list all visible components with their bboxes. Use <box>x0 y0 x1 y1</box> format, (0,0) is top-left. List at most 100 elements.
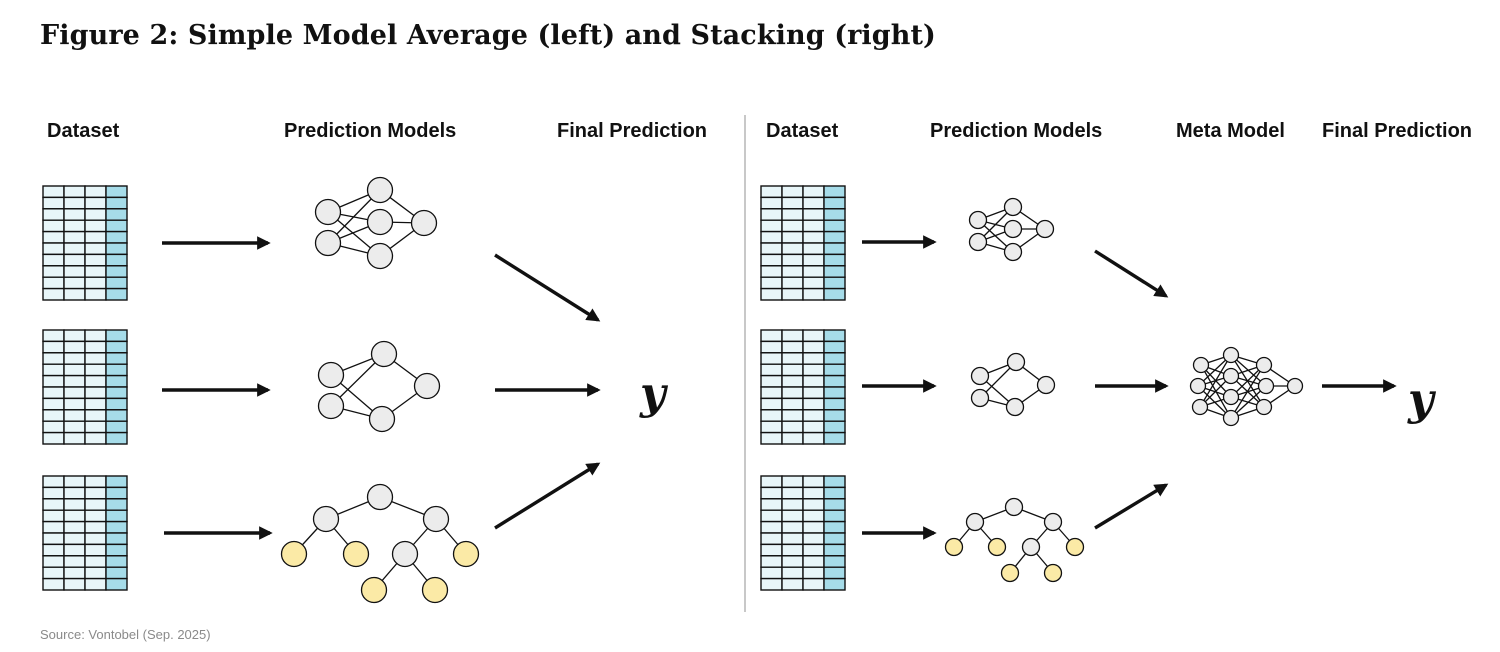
dataset-cell <box>42 185 65 199</box>
dataset-cell <box>105 352 128 365</box>
dataset-cell <box>42 386 65 400</box>
dataset-cell <box>802 329 825 343</box>
dataset-cell <box>781 374 804 388</box>
dataset-cell <box>781 475 804 489</box>
left-dataset-grid-3 <box>42 475 128 591</box>
dataset-cell <box>42 208 65 221</box>
dataset-cell <box>63 363 86 377</box>
dataset-cell <box>42 363 65 377</box>
dataset-cell <box>63 577 86 591</box>
source-note: Source: Vontobel (Sep. 2025) <box>40 627 211 642</box>
dataset-cell <box>823 196 846 210</box>
model-node <box>1003 197 1023 217</box>
model-node <box>366 242 394 270</box>
dataset-cell <box>802 555 825 568</box>
dataset-cell <box>42 287 65 301</box>
dataset-cell <box>63 329 86 343</box>
model-node <box>1035 219 1055 239</box>
dataset-cell <box>781 196 804 210</box>
model-node <box>1021 537 1041 557</box>
dataset-cell <box>63 409 86 422</box>
dataset-cell <box>42 532 65 546</box>
dataset-cell <box>823 543 846 557</box>
dataset-cell <box>42 566 65 580</box>
model-node <box>366 208 394 236</box>
dataset-cell <box>84 420 107 434</box>
dataset-cell <box>63 352 86 365</box>
left-final-prediction-y: y <box>639 368 669 419</box>
dataset-cell <box>823 431 846 445</box>
dataset-cell <box>105 509 128 523</box>
model-node <box>1222 409 1240 427</box>
dataset-cell <box>802 543 825 557</box>
tree-leaf-node <box>944 537 964 557</box>
dataset-cell <box>823 287 846 301</box>
dataset-cell <box>42 486 65 500</box>
dataset-cell <box>760 409 783 422</box>
model-node <box>314 229 342 257</box>
dataset-cell <box>42 374 65 388</box>
dataset-cell <box>84 219 107 233</box>
dataset-cell <box>84 409 107 422</box>
dataset-cell <box>42 577 65 591</box>
dataset-cell <box>802 374 825 388</box>
dataset-cell <box>802 577 825 591</box>
dataset-cell <box>781 420 804 434</box>
arrow-model-to-meta <box>1094 249 1169 298</box>
model-node <box>368 405 396 433</box>
arrow-model-to-final <box>494 253 601 322</box>
right-final-prediction-y: y <box>1407 374 1437 425</box>
dataset-cell <box>760 363 783 377</box>
model-node <box>1192 356 1210 374</box>
model-node <box>1257 377 1275 395</box>
dataset-cell <box>802 566 825 580</box>
left-header-prediction-models: Prediction Models <box>284 120 457 142</box>
dataset-cell <box>84 520 107 534</box>
dataset-cell <box>802 363 825 377</box>
dataset-cell <box>802 420 825 434</box>
dataset-cell <box>760 340 783 354</box>
dataset-cell <box>760 566 783 580</box>
tree-leaf-node <box>280 540 308 568</box>
dataset-cell <box>84 276 107 290</box>
dataset-cell <box>781 253 804 267</box>
tree-leaf-node <box>421 576 449 604</box>
dataset-cell <box>42 219 65 233</box>
dataset-cell <box>802 431 825 445</box>
dataset-cell <box>823 486 846 500</box>
right-header-meta-model: Meta Model <box>1176 120 1285 142</box>
dataset-cell <box>802 509 825 523</box>
tree-leaf-node <box>452 540 480 568</box>
dataset-cell <box>63 208 86 221</box>
dataset-cell <box>105 208 128 221</box>
dataset-cell <box>760 543 783 557</box>
model-node <box>1043 512 1063 532</box>
model-node <box>370 340 398 368</box>
model-node <box>968 232 988 252</box>
dataset-cell <box>781 566 804 580</box>
dataset-cell <box>84 287 107 301</box>
model-node <box>1255 398 1273 416</box>
dataset-cell <box>823 498 846 511</box>
network-edge <box>1199 354 1232 408</box>
dataset-cell <box>63 340 86 354</box>
dataset-cell <box>802 340 825 354</box>
dataset-cell <box>84 543 107 557</box>
arrow-model-to-final <box>494 462 601 530</box>
model-node <box>970 366 990 386</box>
tree-leaf-node <box>342 540 370 568</box>
dataset-cell <box>802 498 825 511</box>
dataset-cell <box>760 431 783 445</box>
dataset-cell <box>781 520 804 534</box>
dataset-cell <box>105 253 128 267</box>
dataset-cell <box>42 242 65 256</box>
dataset-cell <box>823 242 846 256</box>
dataset-cell <box>760 196 783 210</box>
dataset-cell <box>84 185 107 199</box>
dataset-cell <box>84 208 107 221</box>
right-header-prediction-models: Prediction Models <box>930 120 1103 142</box>
dataset-cell <box>802 242 825 256</box>
dataset-cell <box>823 374 846 388</box>
dataset-cell <box>105 520 128 534</box>
dataset-cell <box>781 329 804 343</box>
